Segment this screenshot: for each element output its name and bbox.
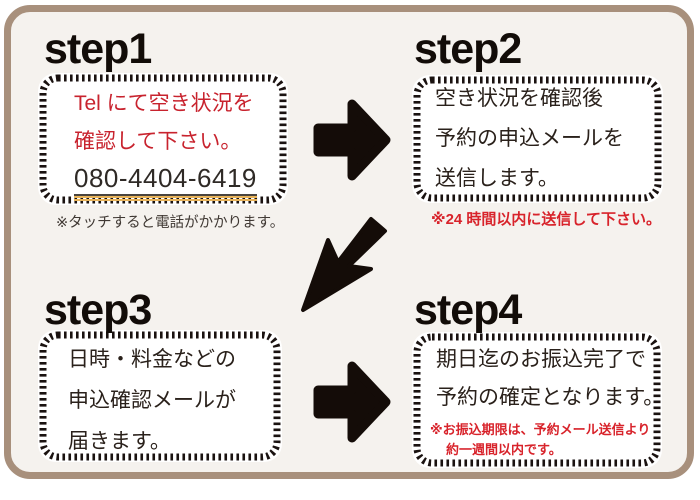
phone-number: 080-4404-6419 <box>74 164 257 196</box>
step4-box: 期日迄のお振込完了で 予約の確定となります。 ※お振込期限は、予約メール送信より… <box>412 332 665 468</box>
step1-line2: 確認して下さい。 <box>74 130 242 153</box>
step2-note: ※24 時間以内に送信して下さい。 <box>431 211 661 228</box>
step1-note: ※タッチすると電話がかかります。 <box>56 215 285 231</box>
step2-box: 空き状況を確認後 予約の申込メールを 送信します。 <box>412 75 663 203</box>
step4-line2: 予約の確定となります。 <box>436 386 665 409</box>
step1-title: step1 <box>44 25 152 73</box>
stitched-border <box>39 331 281 461</box>
right-arrow-icon <box>313 361 391 443</box>
step1-line1: Tel にて空き状況を <box>74 92 254 115</box>
stitched-border <box>413 333 661 467</box>
step2-title: step2 <box>414 25 522 73</box>
step4-note: ※お振込期限は、予約メール送信より 約一週間以内です。 <box>430 420 662 460</box>
step3-line1: 日時・料金などの <box>68 348 236 371</box>
down-left-arrow-icon <box>301 217 387 312</box>
step3-box: 日時・料金などの 申込確認メールが 届きます。 <box>38 330 282 462</box>
step4-note-line2: 約一週間以内です。 <box>446 442 562 457</box>
step4-line1: 期日迄のお振込完了で <box>436 348 646 371</box>
right-arrow-icon <box>313 99 391 181</box>
step1-box: Tel にて空き状況を 確認して下さい。 080-4404-6419 <box>38 73 288 205</box>
step2-line2: 予約の申込メールを <box>435 127 624 150</box>
step2-line3: 送信します。 <box>435 167 559 190</box>
step3-title: step3 <box>44 286 152 334</box>
step4-title: step4 <box>414 286 522 334</box>
step3-line3: 届きます。 <box>68 430 171 453</box>
step4-note-line1: ※お振込期限は、予約メール送信より <box>430 422 651 437</box>
stitched-border <box>413 76 662 202</box>
phone-link[interactable]: 080-4404-6419 <box>74 164 257 201</box>
step2-line1: 空き状況を確認後 <box>435 87 603 110</box>
step3-line2: 申込確認メールが <box>68 389 236 412</box>
